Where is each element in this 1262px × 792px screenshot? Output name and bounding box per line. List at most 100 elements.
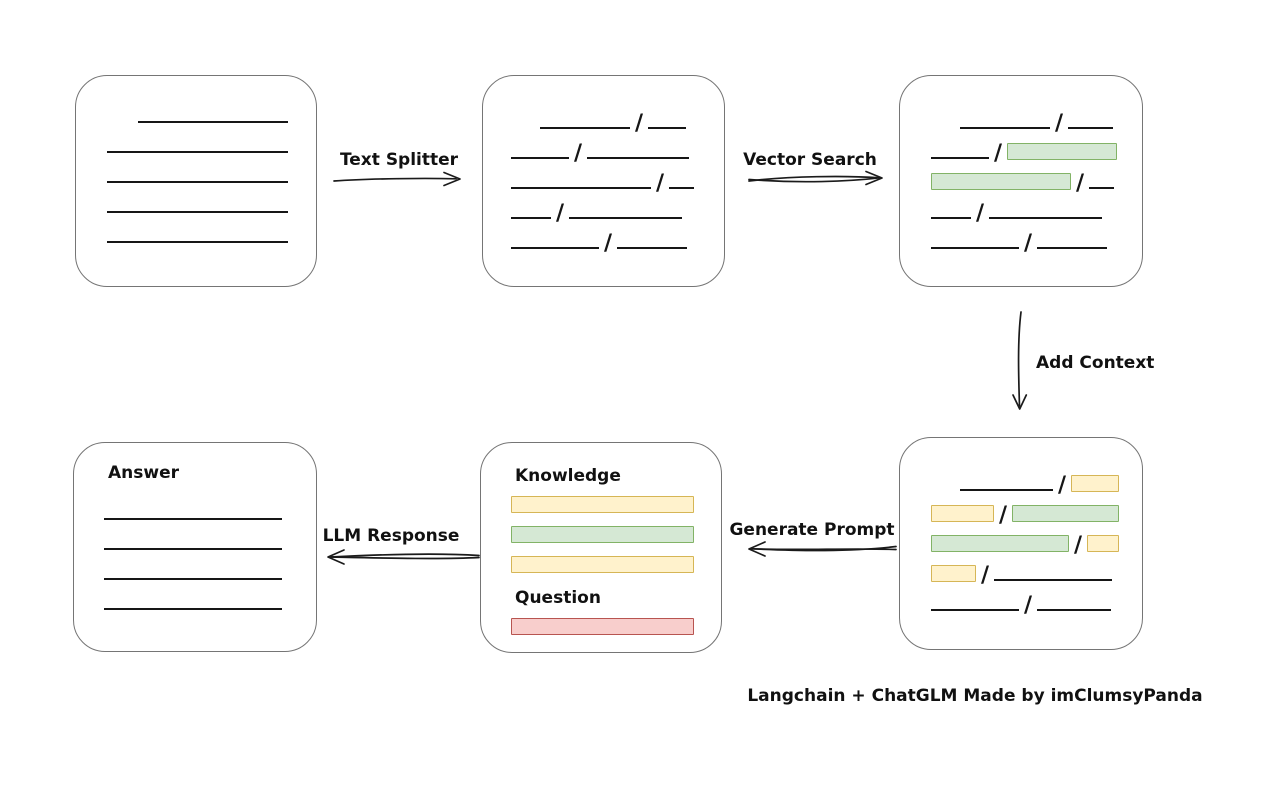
split-slash: /: [1076, 171, 1085, 196]
text-line: [960, 127, 1050, 129]
text-row: /: [511, 164, 724, 196]
node-vector-matches: /////: [899, 75, 1143, 287]
text-line: [511, 157, 569, 159]
split-slash: /: [999, 503, 1008, 528]
vector-search-label: Vector Search: [743, 150, 877, 170]
text-line: [587, 157, 690, 159]
text-line: [107, 241, 288, 243]
indent-gap: [511, 133, 540, 134]
text-row: /: [931, 224, 1142, 256]
yellow-chunk: [931, 505, 994, 522]
prompt-section-label: Question: [515, 588, 601, 608]
green-chunk: [931, 173, 1071, 190]
text-row: [107, 128, 316, 158]
green-bar: [511, 526, 694, 543]
node-source-document: [75, 75, 317, 287]
llm-response-arrow: [327, 549, 480, 565]
generate-prompt-label: Generate Prompt: [729, 520, 895, 540]
prompt-section-label: Knowledge: [515, 466, 621, 486]
split-slash: /: [1055, 111, 1064, 136]
text-line: [1068, 127, 1114, 129]
text-row: /: [511, 194, 724, 226]
text-line: [569, 217, 683, 219]
add-context-arrow: [1012, 311, 1028, 410]
node-answer: Answer: [73, 442, 317, 652]
text-line: [931, 609, 1019, 611]
text-line: [138, 121, 288, 123]
text-line: [540, 127, 630, 129]
text-line: [931, 247, 1019, 249]
answer-lines: [104, 495, 316, 615]
green-chunk: [1012, 505, 1120, 522]
answer-label: Answer: [108, 463, 179, 483]
text-line: [104, 578, 282, 580]
split-slash: /: [556, 201, 565, 226]
green-chunk: [931, 535, 1069, 552]
document-lines: [76, 76, 316, 248]
text-line: [104, 608, 282, 610]
text-row: /: [931, 586, 1142, 618]
text-line: [931, 217, 971, 219]
split-slash: /: [1024, 231, 1033, 256]
split-slash: /: [1024, 593, 1033, 618]
text-line: [1089, 187, 1115, 189]
context-lines: / / / / /: [900, 438, 1142, 618]
text-line: [107, 181, 288, 183]
text-row: [104, 495, 316, 525]
prompt-section: Question: [511, 588, 721, 635]
text-row: /: [931, 556, 1142, 588]
text-splitter-label: Text Splitter: [339, 150, 459, 170]
generate-prompt-arrow: [748, 541, 897, 557]
text-row: /: [931, 496, 1142, 528]
yellow-bar: [511, 556, 694, 573]
node-context-chunks: / / / / /: [899, 437, 1143, 650]
text-row: [107, 218, 316, 248]
text-row: [107, 188, 316, 218]
text-line: [989, 217, 1103, 219]
split-slash: /: [635, 111, 644, 136]
indent-gap: [931, 133, 960, 134]
text-line: [669, 187, 695, 189]
text-line: [1037, 247, 1108, 249]
split-slash: /: [574, 141, 583, 166]
red-bar: [511, 618, 694, 635]
text-line: [960, 489, 1053, 491]
yellow-bar: [511, 496, 694, 513]
text-line: [107, 211, 288, 213]
text-row: /: [931, 194, 1142, 226]
prompt-section: Knowledge: [511, 466, 721, 573]
text-line: [931, 157, 989, 159]
split-slash: /: [1058, 473, 1067, 498]
text-row: [107, 98, 316, 128]
text-row: /: [931, 164, 1142, 196]
text-line: [511, 187, 651, 189]
yellow-chunk: [1071, 475, 1120, 492]
text-line: [994, 579, 1113, 581]
indent-gap: [931, 495, 960, 496]
indent-gap: [107, 127, 138, 128]
text-row: [104, 555, 316, 585]
text-line: [648, 127, 687, 129]
text-row: /: [931, 526, 1142, 558]
yellow-chunk: [931, 565, 976, 582]
split-slash: /: [656, 171, 665, 196]
text-line: [104, 518, 282, 520]
split-slash: /: [604, 231, 613, 256]
split-slash: /: [976, 201, 985, 226]
text-row: /: [931, 104, 1142, 136]
node-split-text: / / / / /: [482, 75, 725, 287]
text-row: /: [511, 134, 724, 166]
split-slash: /: [1074, 533, 1083, 558]
vector-search-arrow: [748, 170, 883, 186]
text-row: [107, 158, 316, 188]
text-line: [1037, 609, 1112, 611]
split-slash: /: [981, 563, 990, 588]
diagram-caption: Langchain + ChatGLM Made by imClumsyPand…: [747, 686, 1203, 706]
vector-match-lines: /////: [900, 76, 1142, 256]
text-row: [104, 525, 316, 555]
text-line: [511, 247, 599, 249]
text-line: [617, 247, 688, 249]
text-row: /: [931, 134, 1142, 165]
